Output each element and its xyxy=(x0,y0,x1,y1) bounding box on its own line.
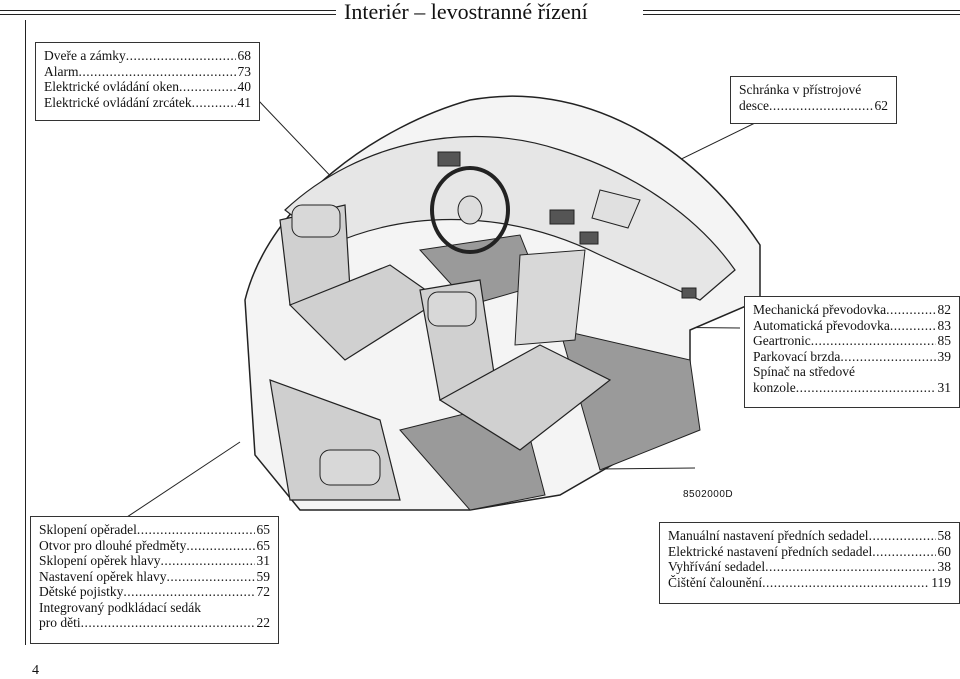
toc-entry-line: Integrovaný podkládací sedák xyxy=(39,599,201,615)
glovebox xyxy=(591,189,641,229)
box-glovebox: Schránka v přístrojové desce62 xyxy=(730,76,897,124)
title-rule-left xyxy=(0,10,336,15)
toc-entry[interactable]: pro děti22 xyxy=(39,615,270,631)
box-seats-rear: Sklopení opěradel65 Otvor pro dlouhé pře… xyxy=(30,516,279,644)
toc-entry[interactable]: Čištění čalounění119 xyxy=(668,575,951,591)
headrest-front-right xyxy=(427,291,477,327)
toc-entry[interactable]: Sklopení opěrek hlavy31 xyxy=(39,553,270,569)
toc-entry[interactable]: Otvor pro dlouhé předměty65 xyxy=(39,538,270,554)
toc-entry-line: Schránka v přístrojové xyxy=(739,82,862,97)
page-title: Interiér – levostranné řízení xyxy=(344,0,588,24)
toc-entry[interactable]: Elektrické ovládání oken40 xyxy=(44,79,251,95)
page-number: 4 xyxy=(32,663,39,678)
toc-entry-line: Spínač na středové xyxy=(753,364,855,379)
vent-right xyxy=(579,231,599,245)
toc-entry[interactable]: Mechanická převodovka82 xyxy=(753,302,951,318)
center-console xyxy=(514,249,586,346)
toc-entry[interactable]: Nastavení opěrek hlavy59 xyxy=(39,569,270,585)
toc-entry[interactable]: Parkovací brzda39 xyxy=(753,349,951,365)
headrest-rear xyxy=(319,449,381,486)
toc-entry[interactable]: Alarm73 xyxy=(44,64,251,80)
box-doors-locks: Dveře a zámky68 Alarm73 Elektrické ovlád… xyxy=(35,42,260,121)
figure-code: 8502000D xyxy=(683,489,734,500)
vent-left xyxy=(437,151,461,167)
toc-entry[interactable]: desce62 xyxy=(739,98,888,114)
front-right-seat-cushion xyxy=(438,344,612,451)
frame-left-line xyxy=(25,20,26,645)
vent-center xyxy=(549,209,575,225)
floor-right xyxy=(559,329,701,471)
toc-entry[interactable]: konzole31 xyxy=(753,380,951,396)
toc-entry[interactable]: Manuální nastavení předních sedadel58 xyxy=(668,528,951,544)
dashboard xyxy=(284,135,736,301)
toc-entry[interactable]: Elektrické ovládání zrcátek41 xyxy=(44,95,251,111)
toc-entry[interactable]: Automatická převodovka83 xyxy=(753,318,951,334)
title-rule-right xyxy=(643,10,960,15)
box-transmission: Mechanická převodovka82 Automatická přev… xyxy=(744,296,960,408)
toc-entry[interactable]: Dveře a zámky68 xyxy=(44,48,251,64)
toc-entry[interactable]: Elektrické nastavení předních sedadel60 xyxy=(668,544,951,560)
toc-entry[interactable]: Dětské pojistky72 xyxy=(39,584,270,600)
toc-entry[interactable]: Sklopení opěradel65 xyxy=(39,522,270,538)
box-seats-front: Manuální nastavení předních sedadel58 El… xyxy=(659,522,960,604)
toc-entry[interactable]: Geartronic85 xyxy=(753,333,951,349)
headrest-front-left xyxy=(291,204,341,238)
vent-side xyxy=(681,287,697,299)
steering-wheel xyxy=(430,166,510,254)
toc-entry[interactable]: Vyhřívání sedadel38 xyxy=(668,559,951,575)
